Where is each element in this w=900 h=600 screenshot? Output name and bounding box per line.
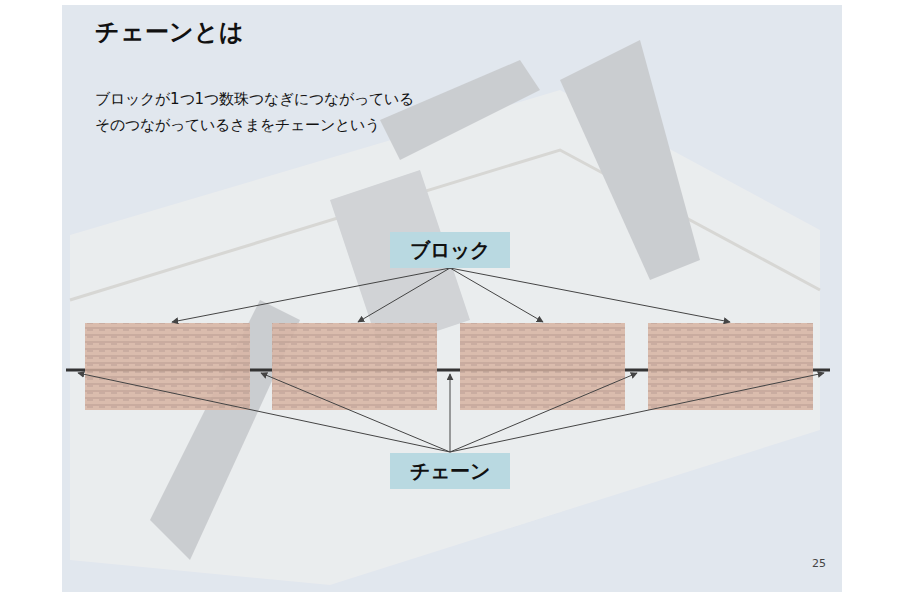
body-text: ブロックが1つ1つ数珠つなぎにつながっている bbox=[95, 90, 414, 109]
slide-title: チェーンとは bbox=[95, 16, 244, 48]
leader-lines bbox=[78, 268, 824, 452]
box-label: ブロック bbox=[410, 237, 490, 264]
label-box: チェーン bbox=[390, 453, 510, 489]
body-text: そのつながっているさまをチェーンという bbox=[95, 116, 380, 135]
block-images bbox=[85, 323, 813, 410]
book-watermark bbox=[70, 40, 820, 585]
box-label: チェーン bbox=[410, 458, 490, 485]
page-number: 25 bbox=[812, 557, 826, 570]
slide-ground bbox=[62, 5, 842, 592]
label-box: ブロック bbox=[390, 232, 510, 268]
